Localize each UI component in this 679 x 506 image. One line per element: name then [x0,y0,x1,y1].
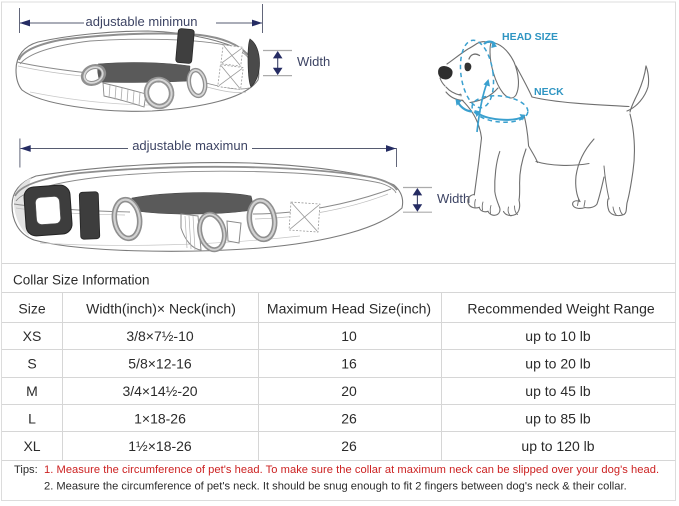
svg-text:1. Measure the circumference o: 1. Measure the circumference of pet's he… [44,464,659,476]
svg-text:up to 20 lb: up to 20 lb [525,356,591,372]
svg-text:10: 10 [341,328,357,344]
svg-text:5/8×12-16: 5/8×12-16 [128,356,192,372]
svg-text:up to 10 lb: up to 10 lb [525,328,591,344]
svg-text:up to 85 lb: up to 85 lb [525,411,591,427]
svg-text:Width: Width [297,54,330,69]
svg-text:adjustable maximun: adjustable maximun [132,138,248,153]
svg-text:XS: XS [23,328,42,344]
svg-text:XL: XL [23,438,40,454]
svg-text:2. Measure the circumference o: 2. Measure the circumference of pet's ne… [44,481,627,493]
svg-text:20: 20 [341,383,357,399]
svg-text:HEAD SIZE: HEAD SIZE [502,31,558,43]
svg-text:26: 26 [341,438,357,454]
svg-text:1½×18-26: 1½×18-26 [128,438,192,454]
svg-text:M: M [26,383,38,399]
svg-text:Width: Width [437,191,470,206]
svg-text:Tips:: Tips: [14,464,38,476]
svg-text:S: S [27,356,36,372]
svg-text:3/8×7½-10: 3/8×7½-10 [126,328,194,344]
svg-text:Size: Size [18,301,45,317]
svg-text:1×18-26: 1×18-26 [134,411,186,427]
svg-text:adjustable minimun: adjustable minimun [85,14,197,29]
svg-text:3/4×14½-20: 3/4×14½-20 [122,383,197,399]
svg-text:up to 120 lb: up to 120 lb [521,438,594,454]
svg-text:NECK: NECK [534,86,564,98]
svg-text:Width(inch)× Neck(inch): Width(inch)× Neck(inch) [86,301,236,317]
svg-text:Maximum Head Size(inch): Maximum Head Size(inch) [267,301,431,317]
svg-text:Recommended Weight Range: Recommended Weight Range [467,301,655,317]
svg-text:Collar Size Information: Collar Size Information [13,273,150,288]
svg-text:up to 45 lb: up to 45 lb [525,383,591,399]
svg-text:16: 16 [341,356,357,372]
svg-text:L: L [28,411,36,427]
svg-text:26: 26 [341,411,357,427]
